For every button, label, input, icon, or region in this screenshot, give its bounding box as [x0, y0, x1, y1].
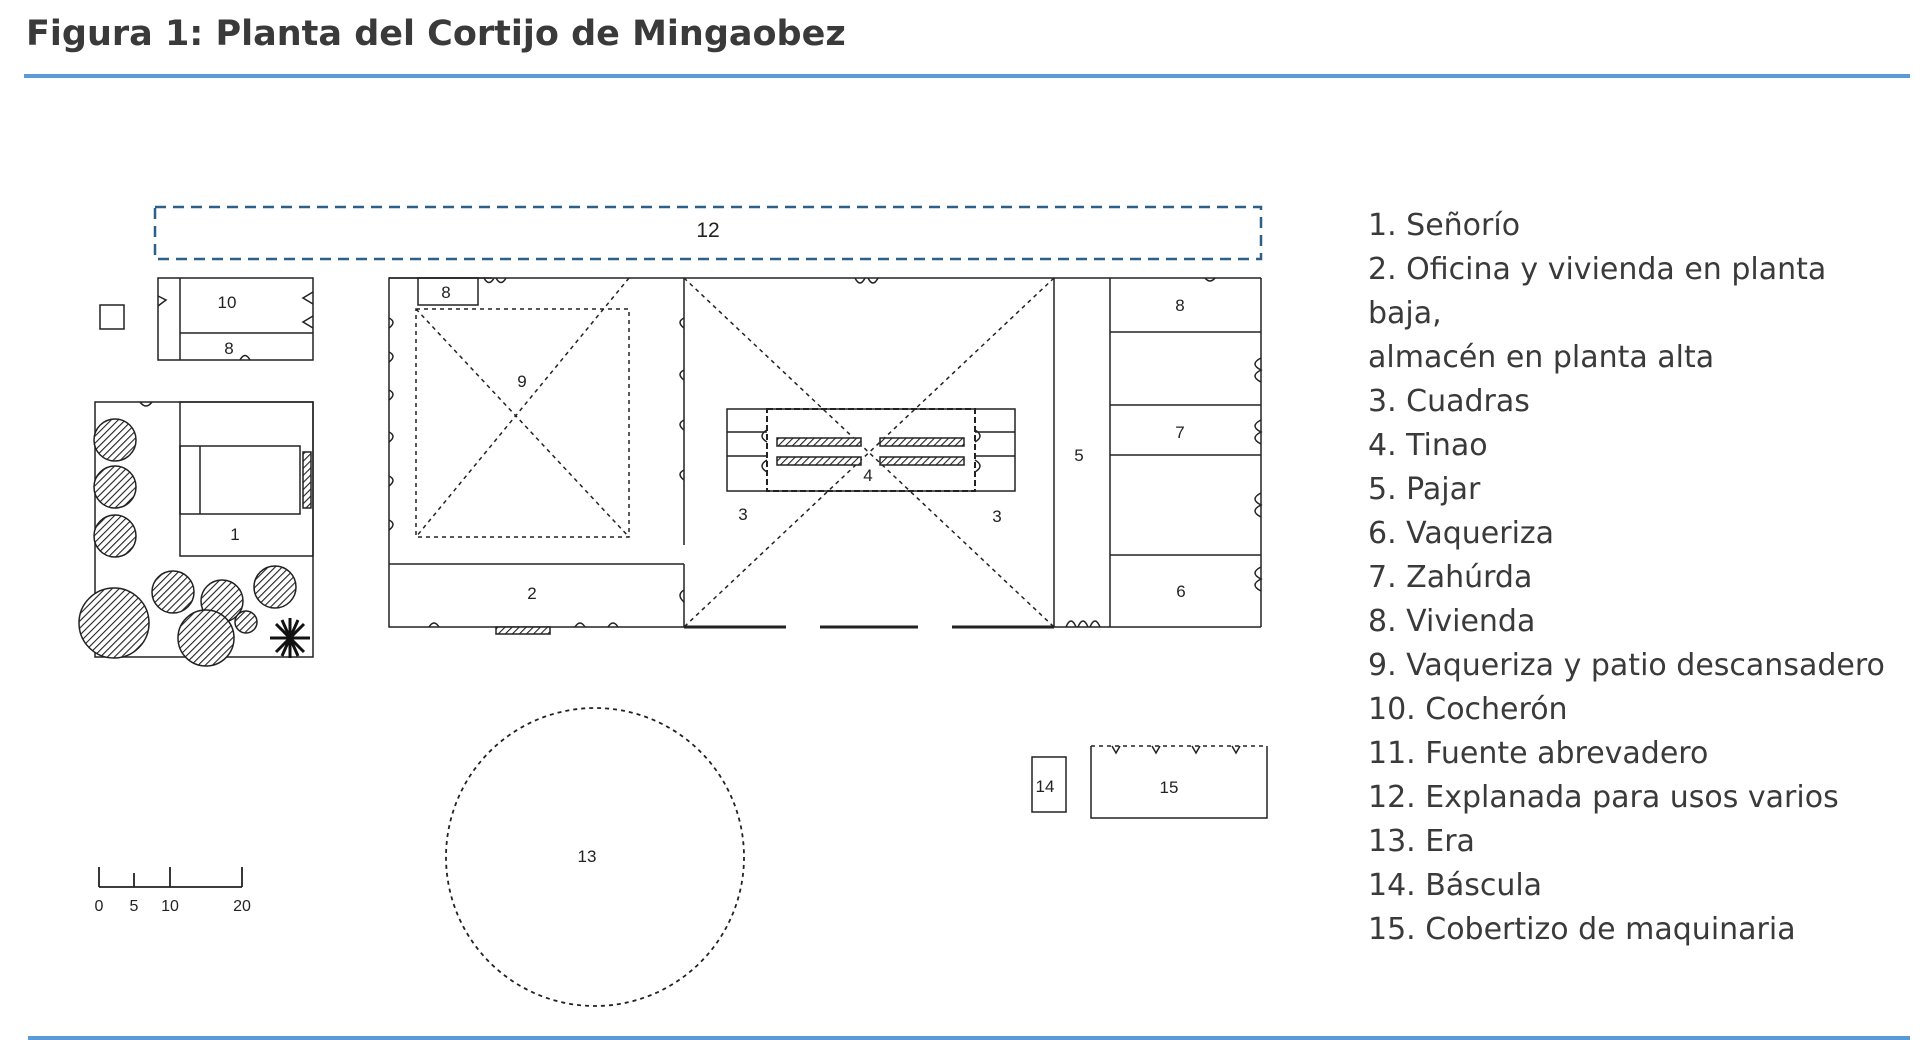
- label-3-right: 3: [992, 507, 1001, 526]
- tree-icon: [177, 609, 235, 667]
- legend-item: 6. Vaqueriza: [1368, 516, 1555, 551]
- small-square-structure: [99, 304, 125, 330]
- area-13-era: [445, 707, 745, 1007]
- building-4-tinao: [726, 408, 1016, 492]
- area-9-patio: [415, 277, 1055, 628]
- legend-item: 2. Oficina y vivienda en planta baja,: [1368, 252, 1827, 331]
- legend-item: 9. Vaqueriza y patio descansadero: [1368, 648, 1885, 683]
- label-13: 13: [578, 847, 597, 866]
- label-4: 4: [863, 466, 872, 485]
- tree-icon: [93, 418, 137, 462]
- title-underline: [24, 74, 1910, 78]
- label-7: 7: [1175, 423, 1184, 442]
- label-8-courtyard: 8: [441, 283, 450, 302]
- label-6: 6: [1176, 582, 1185, 601]
- scale-bar: [98, 867, 243, 888]
- legend-item: 4. Tinao: [1368, 428, 1488, 463]
- tree-icon: [93, 465, 137, 509]
- tree-icon: [93, 514, 137, 558]
- building-14-bascula: [1031, 756, 1067, 813]
- tree-icon: [78, 587, 150, 659]
- legend-item: 5. Pajar: [1368, 472, 1481, 507]
- label-14: 14: [1036, 777, 1055, 796]
- scale-tick-0: 0: [95, 898, 104, 915]
- label-1: 1: [230, 525, 239, 544]
- label-2: 2: [527, 584, 536, 603]
- main-courtyard-complex: [388, 277, 1263, 635]
- label-8-left: 8: [224, 339, 233, 358]
- legend-item: 15. Cobertizo de maquinaria: [1368, 912, 1796, 947]
- label-5: 5: [1074, 446, 1083, 465]
- legend-item: almacén en planta alta: [1368, 340, 1715, 375]
- legend-item: 11. Fuente abrevadero: [1368, 736, 1709, 771]
- figure-title: Figura 1: Planta del Cortijo de Mingaobe…: [26, 14, 846, 54]
- tree-icon: [253, 565, 297, 609]
- legend-item: 14. Báscula: [1368, 868, 1543, 903]
- scale-tick-5: 5: [130, 898, 139, 915]
- scale-tick-10: 10: [161, 898, 179, 915]
- legend-item: 13. Era: [1368, 824, 1475, 859]
- scale-tick-20: 20: [233, 898, 251, 915]
- building-15-cobertizo: [1090, 745, 1268, 819]
- palm-tree-icon: [270, 618, 310, 658]
- plan-legend: 1. Señorío 2. Oficina y vivienda en plan…: [1368, 204, 1908, 952]
- legend-item: 3. Cuadras: [1368, 384, 1530, 419]
- garden-trees: [78, 418, 297, 667]
- label-15: 15: [1160, 778, 1179, 797]
- legend-item: 8. Vivienda: [1368, 604, 1536, 639]
- tree-icon: [151, 570, 195, 614]
- label-12: 12: [696, 219, 719, 242]
- label-3-left: 3: [738, 505, 747, 524]
- label-10: 10: [218, 293, 237, 312]
- legend-item: 1. Señorío: [1368, 208, 1521, 243]
- legend-item: 10. Cocherón: [1368, 692, 1568, 727]
- legend-item: 7. Zahúrda: [1368, 560, 1533, 595]
- label-9: 9: [517, 372, 526, 391]
- tree-icon: [234, 610, 258, 634]
- bottom-rule: [28, 1036, 1910, 1040]
- label-8-right: 8: [1175, 296, 1184, 315]
- building-10-cocheron: [157, 277, 314, 361]
- area-12-explanada: [153, 205, 1263, 261]
- legend-item: 12. Explanada para usos varios: [1368, 780, 1839, 815]
